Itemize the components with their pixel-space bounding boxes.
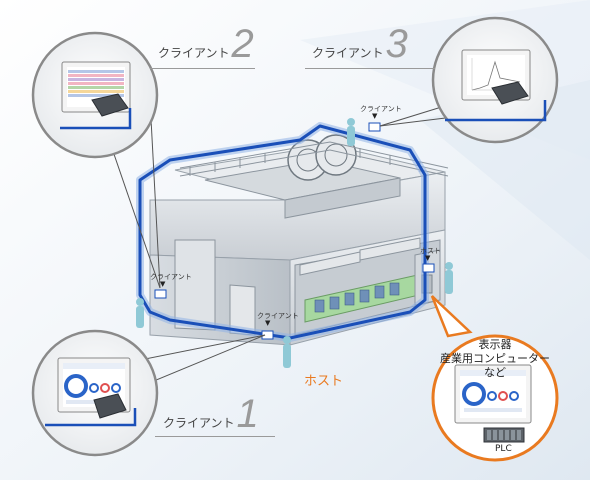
node-host — [422, 263, 435, 273]
node-client-3 — [368, 122, 381, 132]
client-1-text: クライアント — [163, 416, 235, 430]
host-device-caption: 表示器 産業用コンピューターなど — [440, 338, 550, 380]
client-tag-top: クライアント — [360, 105, 402, 113]
client-2-underline — [150, 68, 255, 69]
client-2-number: 2 — [231, 22, 254, 66]
plc-label: PLC — [495, 444, 512, 454]
zoom-client-2 — [31, 31, 159, 159]
client-3-label: クライアント3 — [312, 22, 408, 67]
host-device-line2: 産業用コンピューターなど — [440, 352, 550, 379]
client-tag-front: クライアント — [257, 312, 299, 320]
client-2-label: クライアント2 — [158, 22, 254, 67]
marker-arrow-top: ▼ — [372, 112, 378, 120]
press-machine — [149, 134, 449, 346]
client-3-underline — [305, 68, 435, 69]
client-1-number: 1 — [236, 392, 259, 436]
marker-arrow-left: ▼ — [160, 280, 166, 288]
client-3-text: クライアント — [312, 46, 384, 60]
client-1-label: クライアント1 — [163, 392, 259, 437]
host-callout-tail — [430, 295, 473, 338]
host-label: ホスト — [304, 374, 344, 389]
host-tag: ホスト — [420, 247, 441, 255]
client-3-number: 3 — [385, 22, 408, 66]
client-1-underline — [155, 436, 275, 437]
marker-arrow-host: ▼ — [425, 254, 431, 262]
operators — [136, 118, 453, 368]
client-tag-left: クライアント — [150, 273, 192, 281]
zoom-client-1 — [31, 329, 159, 457]
marker-arrow-front: ▼ — [265, 319, 271, 327]
node-client-2 — [154, 289, 167, 299]
node-client-1 — [261, 330, 274, 340]
client-2-text: クライアント — [158, 46, 230, 60]
zoom-host — [431, 334, 559, 462]
host-device-line1: 表示器 — [478, 338, 512, 351]
zoom-client-3 — [431, 16, 559, 144]
